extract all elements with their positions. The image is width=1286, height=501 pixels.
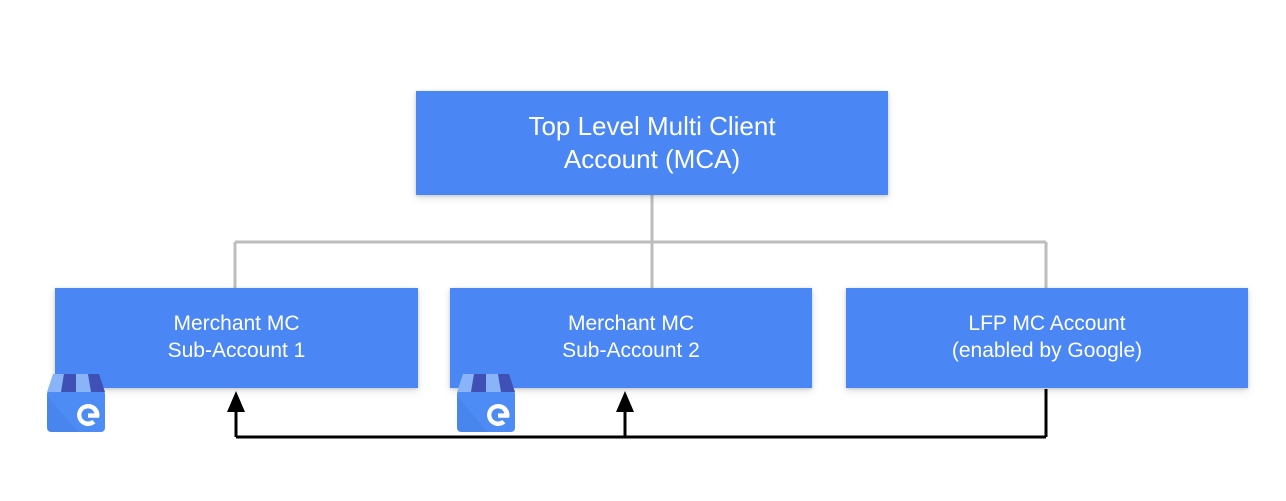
awning-stripe-1 [47, 374, 64, 392]
flow-arrowhead-merchant-1 [227, 391, 245, 412]
awning-stripe-2 [471, 374, 486, 392]
awning-stripe-3 [76, 374, 91, 392]
node-lfp-mc-account-label: LFP MC Account (enabled by Google) [951, 312, 1143, 362]
awning-stripe-4 [498, 374, 515, 392]
storefront-body-shade [457, 396, 488, 432]
node-merchant-sub-account-1-label: Merchant MC Sub-Account 1 [167, 312, 306, 362]
google-business-profile-storefront-icon [47, 374, 105, 432]
node-merchant-sub-account-1[interactable]: Merchant MC Sub-Account 1 [55, 288, 418, 388]
awning-stripe-2 [61, 374, 76, 392]
awning-stripe-1 [457, 374, 474, 392]
flow-arrowhead-merchant-2 [616, 391, 634, 412]
storefront-body-shade [47, 396, 78, 432]
node-merchant-sub-account-2[interactable]: Merchant MC Sub-Account 2 [450, 288, 812, 388]
awning-stripe-4 [88, 374, 105, 392]
node-top-level-mca[interactable]: Top Level Multi Client Account (MCA) [416, 91, 888, 195]
node-lfp-mc-account[interactable]: LFP MC Account (enabled by Google) [846, 288, 1248, 388]
letter-g-glyph [77, 403, 100, 426]
google-business-profile-storefront-icon [457, 374, 515, 432]
awning-stripe-3 [486, 374, 501, 392]
node-merchant-sub-account-2-label: Merchant MC Sub-Account 2 [562, 312, 700, 362]
node-top-level-mca-label: Top Level Multi Client Account (MCA) [528, 110, 776, 174]
letter-g-glyph [487, 403, 510, 426]
